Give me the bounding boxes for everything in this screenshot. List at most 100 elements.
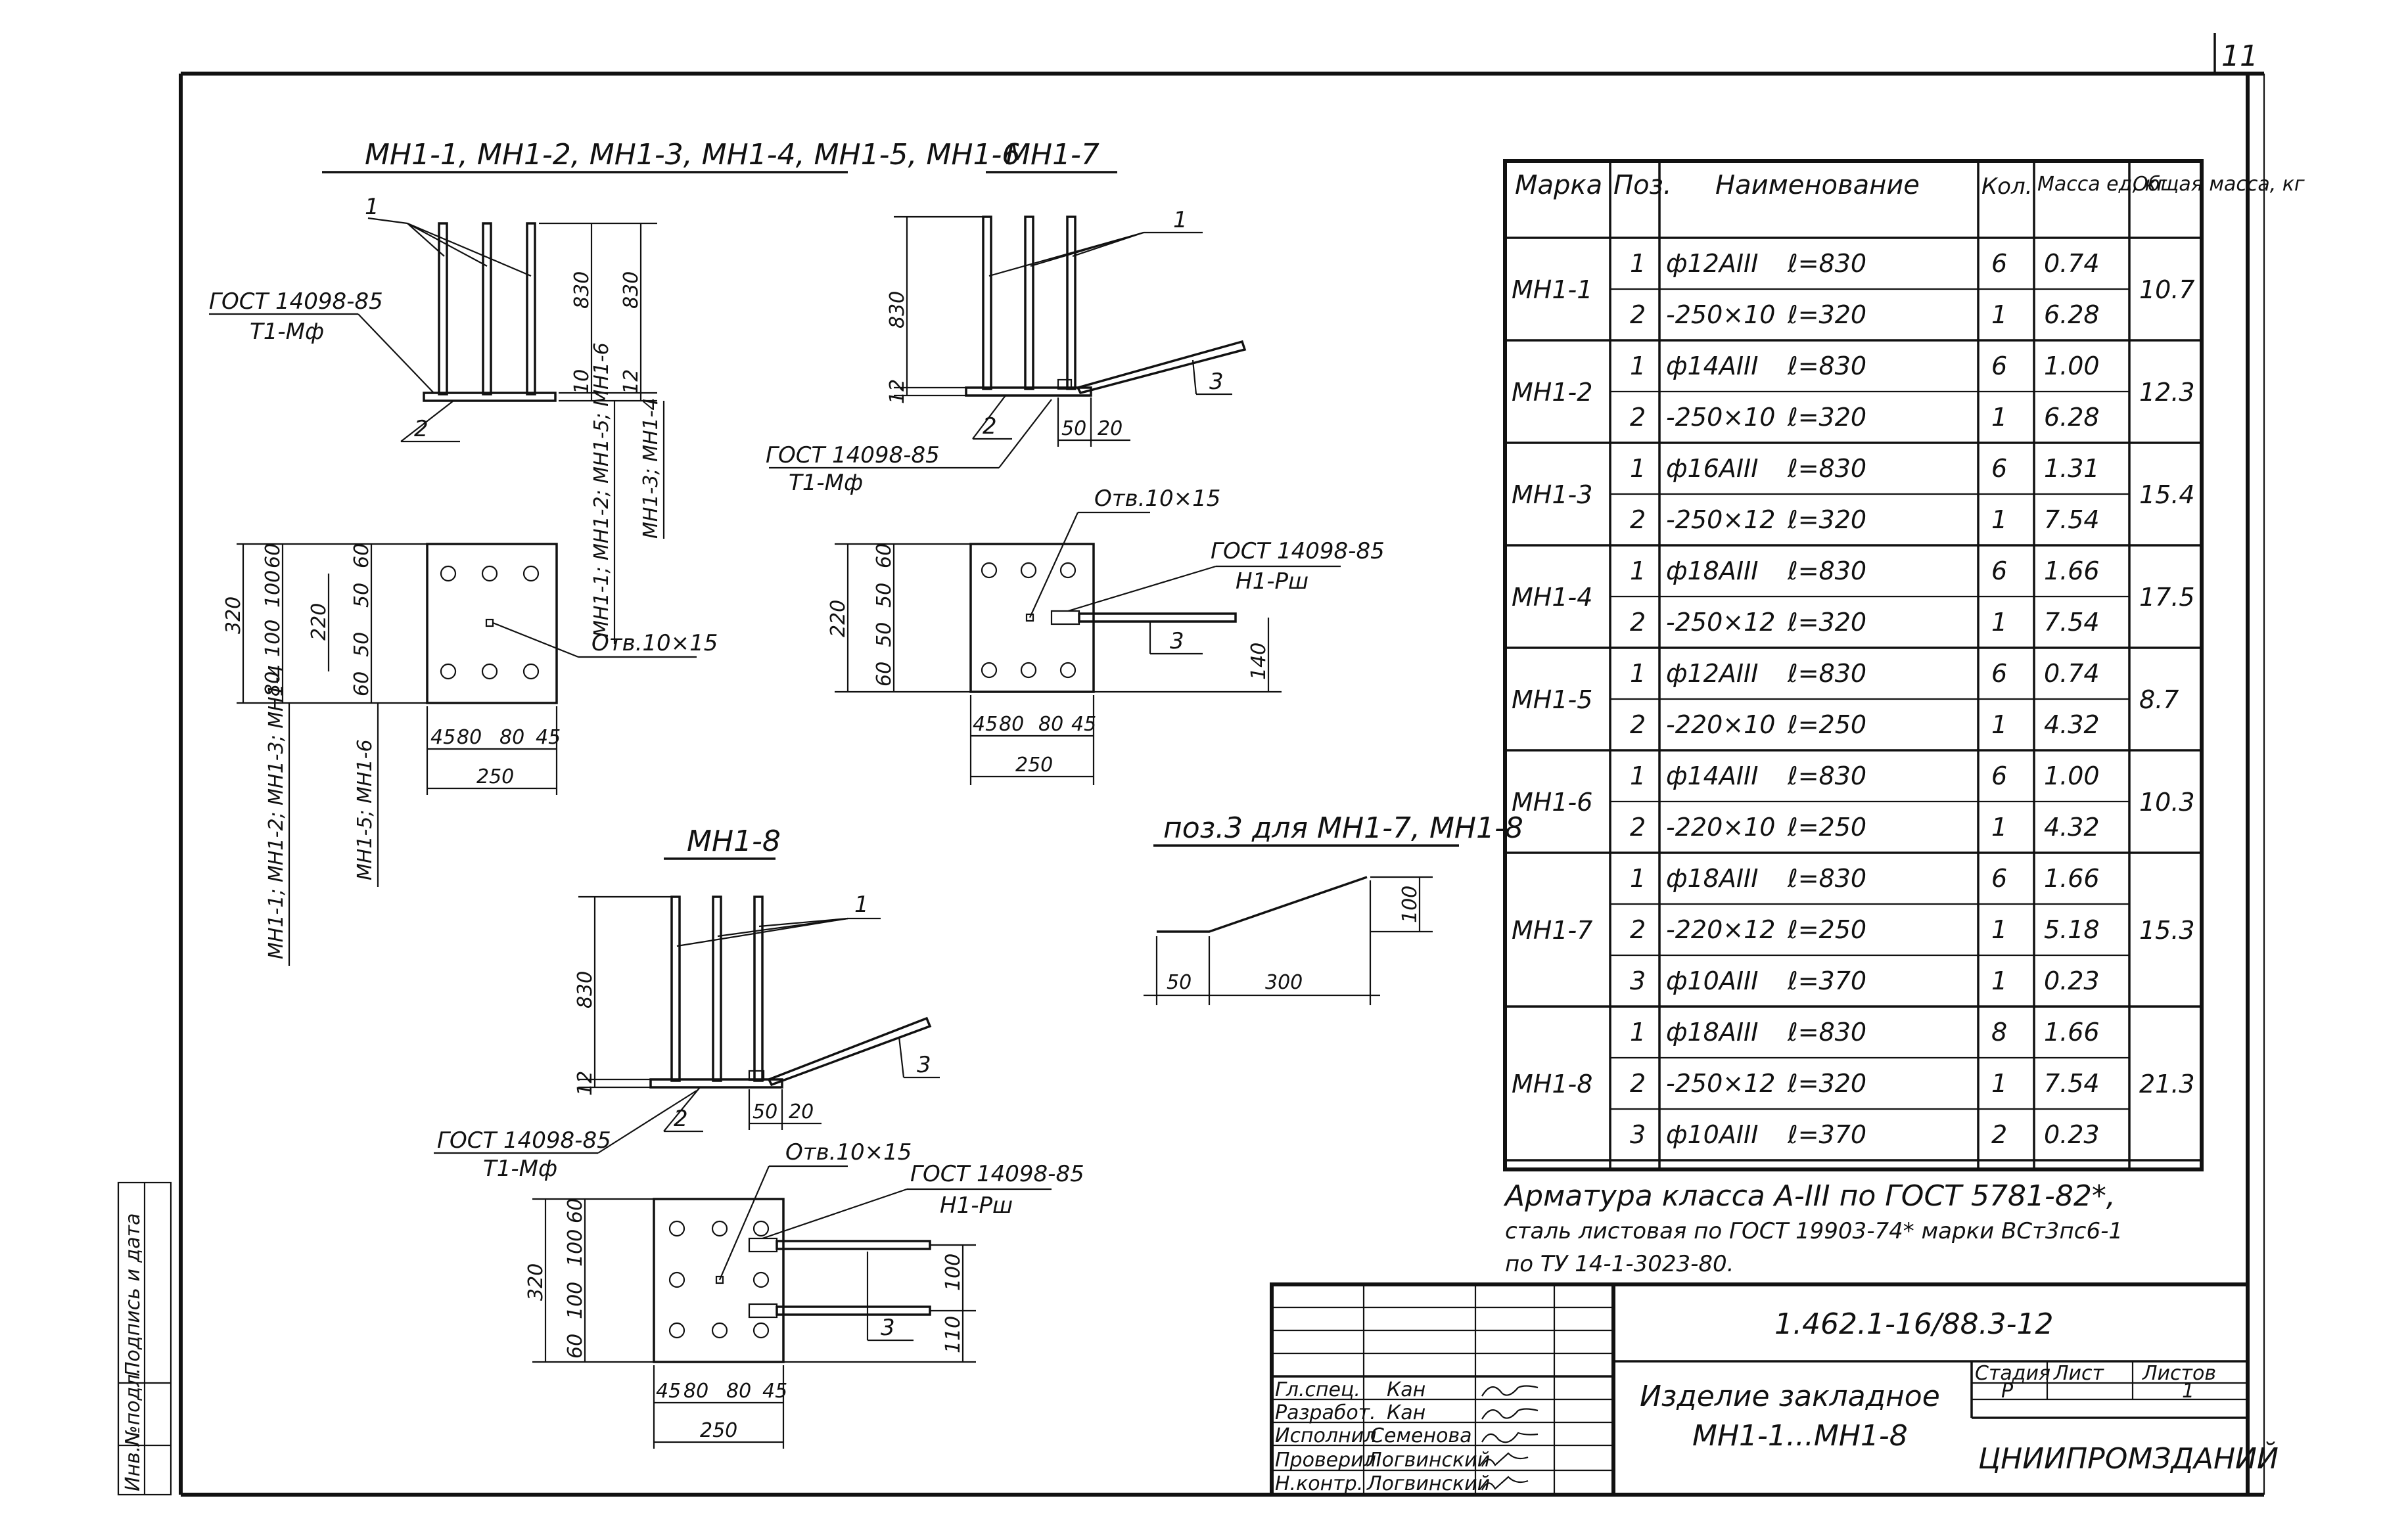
item-label-3: 3 <box>1209 369 1224 395</box>
side-stamp: Инв.№подл. Подпись и дата <box>117 1181 172 1496</box>
dim: 50 <box>1167 971 1192 994</box>
dim-plate: 10 <box>570 369 593 394</box>
spec-cell-qty: 1 <box>1991 505 2007 534</box>
dim-plan-height: 320 <box>222 597 245 634</box>
dim: 45 <box>762 1380 787 1403</box>
spec-cell-pos: 1 <box>1630 351 1646 380</box>
spec-cell-name: ф18АIII <box>1666 864 1758 893</box>
document-title: Изделие закладное <box>1640 1380 1940 1413</box>
spec-cell-pos: 2 <box>1630 403 1646 432</box>
spec-cell-qty: 6 <box>1991 864 2007 893</box>
spec-cell-mass: 1.00 <box>2044 351 2100 380</box>
spec-cell-length: ℓ=320 <box>1787 505 1866 534</box>
document-code: 1.462.1-16/88.3-12 <box>1774 1307 2053 1341</box>
anchor-row <box>981 562 1077 679</box>
weld-label: ГОСТ 14098-85 <box>437 1127 611 1154</box>
dim: 100 <box>564 1282 587 1319</box>
dim: 45 <box>656 1380 681 1403</box>
dim: 100 <box>1399 886 1422 923</box>
stage-value: Р <box>2001 1380 2014 1403</box>
spec-cell-mark: МН1-1 <box>1512 275 1592 304</box>
spec-cell-name: ф12АIII <box>1666 659 1758 688</box>
note-line: сталь листовая по ГОСТ 19903-74* марки В… <box>1505 1218 2123 1244</box>
spec-cell-name: ф10АIII <box>1666 1120 1758 1149</box>
dim: 20 <box>1098 417 1123 440</box>
spec-cell-qty: 6 <box>1991 249 2007 278</box>
spec-cell-name: -220×10 <box>1666 813 1775 842</box>
spec-cell-pos: 3 <box>1630 1120 1646 1149</box>
view-mn1-8: МН1-8 1 3 2 830 12 50 20 ГОС <box>434 825 1084 1449</box>
sheets-value: 1 <box>2182 1380 2194 1403</box>
note-line: Арматура класса А-III по ГОСТ 5781-82*, <box>1503 1179 2116 1213</box>
spec-cell-pos: 1 <box>1630 1018 1646 1047</box>
dim: 60 <box>262 543 285 568</box>
spec-cell-qty: 6 <box>1991 351 2007 380</box>
dim: 80 <box>499 726 524 749</box>
item-label-1: 1 <box>365 194 379 220</box>
title-block: 1.462.1-16/88.3-12 Изделие закладное МН1… <box>1270 1282 2279 1497</box>
dim: 100 <box>262 620 285 657</box>
dim-plate: 12 <box>574 1071 597 1096</box>
spec-cell-length: ℓ=830 <box>1787 1018 1866 1047</box>
dim: 45 <box>973 713 998 736</box>
spec-cell-length: ℓ=250 <box>1787 710 1866 739</box>
spec-cell-pos: 1 <box>1630 659 1646 688</box>
spec-cell-mass: 0.23 <box>2044 1120 2100 1149</box>
signature <box>1481 1385 1539 1491</box>
note-line: по ТУ 14-1-3023-80. <box>1505 1251 1734 1277</box>
weld-label: ГОСТ 14098-85 <box>209 288 383 315</box>
spec-cell-pos: 1 <box>1630 864 1646 893</box>
spec-cell-length: ℓ=320 <box>1787 403 1866 432</box>
dim: 60 <box>350 543 373 568</box>
spec-cell-name: -220×12 <box>1666 915 1775 944</box>
dim: 60 <box>350 671 373 696</box>
weld-label: Т1-Мф <box>483 1156 557 1182</box>
dim: 50 <box>752 1100 777 1123</box>
dim-plan-height-2: 220 <box>308 603 331 641</box>
spec-cell-mass: 0.74 <box>2044 249 2100 278</box>
sheet-label: Лист <box>2053 1362 2105 1385</box>
spec-cell-pos: 2 <box>1630 505 1646 534</box>
view-mn1-1-6: МН1-1, МН1-2, МН1-3, МН1-4, МН1-5, МН1-6… <box>209 138 1020 966</box>
col-header-qty: Кол. <box>1981 173 2032 200</box>
dim-height: 830 <box>886 291 909 328</box>
view-title: МН1-8 <box>687 825 781 858</box>
spec-cell-pos: 1 <box>1630 761 1646 790</box>
dim: 50 <box>873 622 896 647</box>
dim: 60 <box>873 662 896 687</box>
spec-cell-pos: 2 <box>1630 813 1646 842</box>
spec-cell-length: ℓ=370 <box>1787 1120 1866 1149</box>
view-title: МН1-1, МН1-2, МН1-3, МН1-4, МН1-5, МН1-6 <box>365 138 1020 171</box>
spec-cell-pos: 2 <box>1630 608 1646 637</box>
dim: 80 <box>262 671 285 696</box>
spec-cell-qty: 1 <box>1991 300 2007 329</box>
spec-cell-mass: 6.28 <box>2044 403 2100 432</box>
spec-cell-mass: 7.54 <box>2044 608 2100 637</box>
dim-plan-width: 250 <box>476 765 514 788</box>
vertical-note: МН1-1; МН1-2; МН1-3; МН1-4 <box>265 664 288 959</box>
col-header-unit-mass: Масса ед, кг <box>2037 173 2167 196</box>
spec-cell-mass: 0.23 <box>2044 966 2100 995</box>
dim-height: 830 <box>574 971 597 1008</box>
spec-cell-length: ℓ=830 <box>1787 351 1866 380</box>
dim: 80 <box>1038 713 1063 736</box>
spec-cell-qty: 1 <box>1991 608 2007 637</box>
spec-cell-name: ф18АIII <box>1666 556 1758 585</box>
role-label: Разработ. <box>1275 1401 1376 1424</box>
spec-cell-name: -250×10 <box>1666 403 1775 432</box>
item-label-3: 3 <box>1170 628 1184 654</box>
spec-cell-length: ℓ=830 <box>1787 454 1866 483</box>
dim: 50 <box>873 583 896 608</box>
spec-cell-name: -250×10 <box>1666 300 1775 329</box>
dim: 100 <box>262 570 285 608</box>
weld-label: Н1-Рш <box>940 1192 1013 1219</box>
vertical-note: МН1-5; МН1-6 <box>354 739 377 880</box>
spec-cell-length: ℓ=830 <box>1787 761 1866 790</box>
dim: 45 <box>536 726 561 749</box>
spec-cell-total: 10.7 <box>2139 275 2195 304</box>
spec-cell-length: ℓ=320 <box>1787 1069 1866 1098</box>
spec-cell-length: ℓ=250 <box>1787 813 1866 842</box>
col-header-total-mass: Общая масса, кг <box>2133 173 2305 196</box>
spec-cell-name: ф10АIII <box>1666 966 1758 995</box>
weld-label: Т1-Мф <box>789 470 863 496</box>
